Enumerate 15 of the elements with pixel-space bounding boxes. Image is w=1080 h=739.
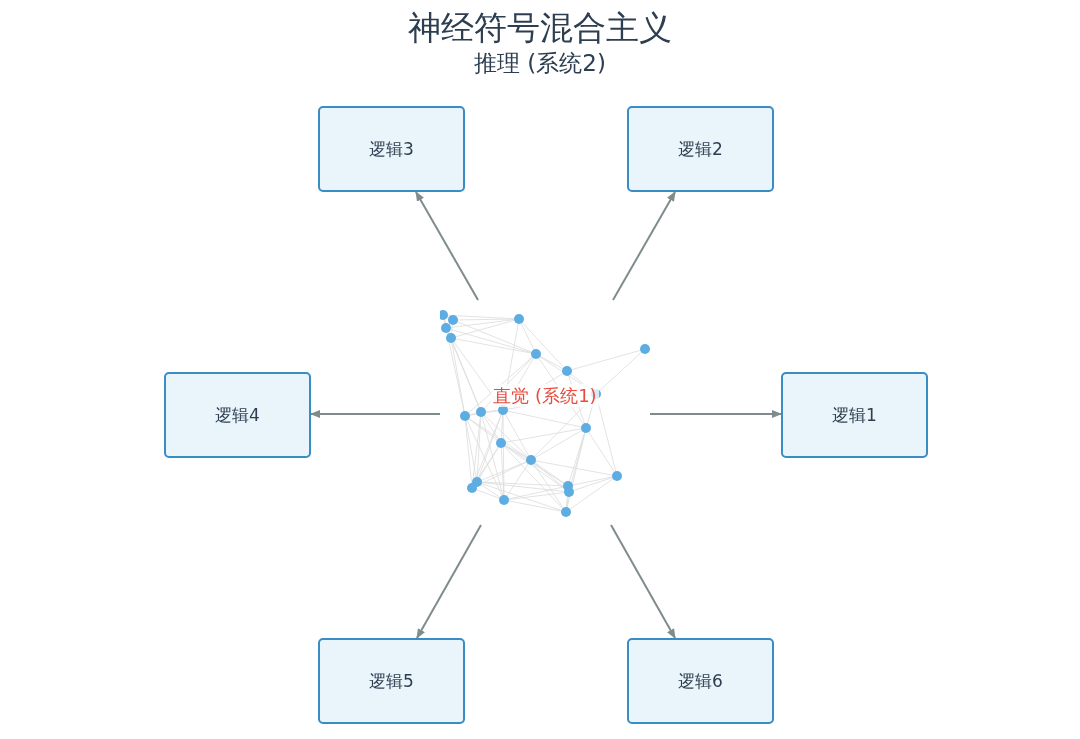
logic-box: 逻辑4 xyxy=(164,372,311,458)
logic-box: 逻辑5 xyxy=(318,638,465,724)
arrow xyxy=(416,524,482,639)
logic-box: 逻辑2 xyxy=(627,106,774,192)
logic-box: 逻辑3 xyxy=(318,106,465,192)
arrow xyxy=(610,524,676,639)
logic-box: 逻辑6 xyxy=(627,638,774,724)
node-label: 直觉 (系统1) xyxy=(491,384,599,407)
logic-box: 逻辑1 xyxy=(781,372,928,458)
arrow xyxy=(649,410,782,418)
arrow xyxy=(415,191,479,301)
subtitle: 推理 (系统2) xyxy=(473,49,607,78)
arrow xyxy=(612,191,676,301)
title: 神经符号混合主义 xyxy=(407,7,673,49)
arrow xyxy=(310,410,441,418)
